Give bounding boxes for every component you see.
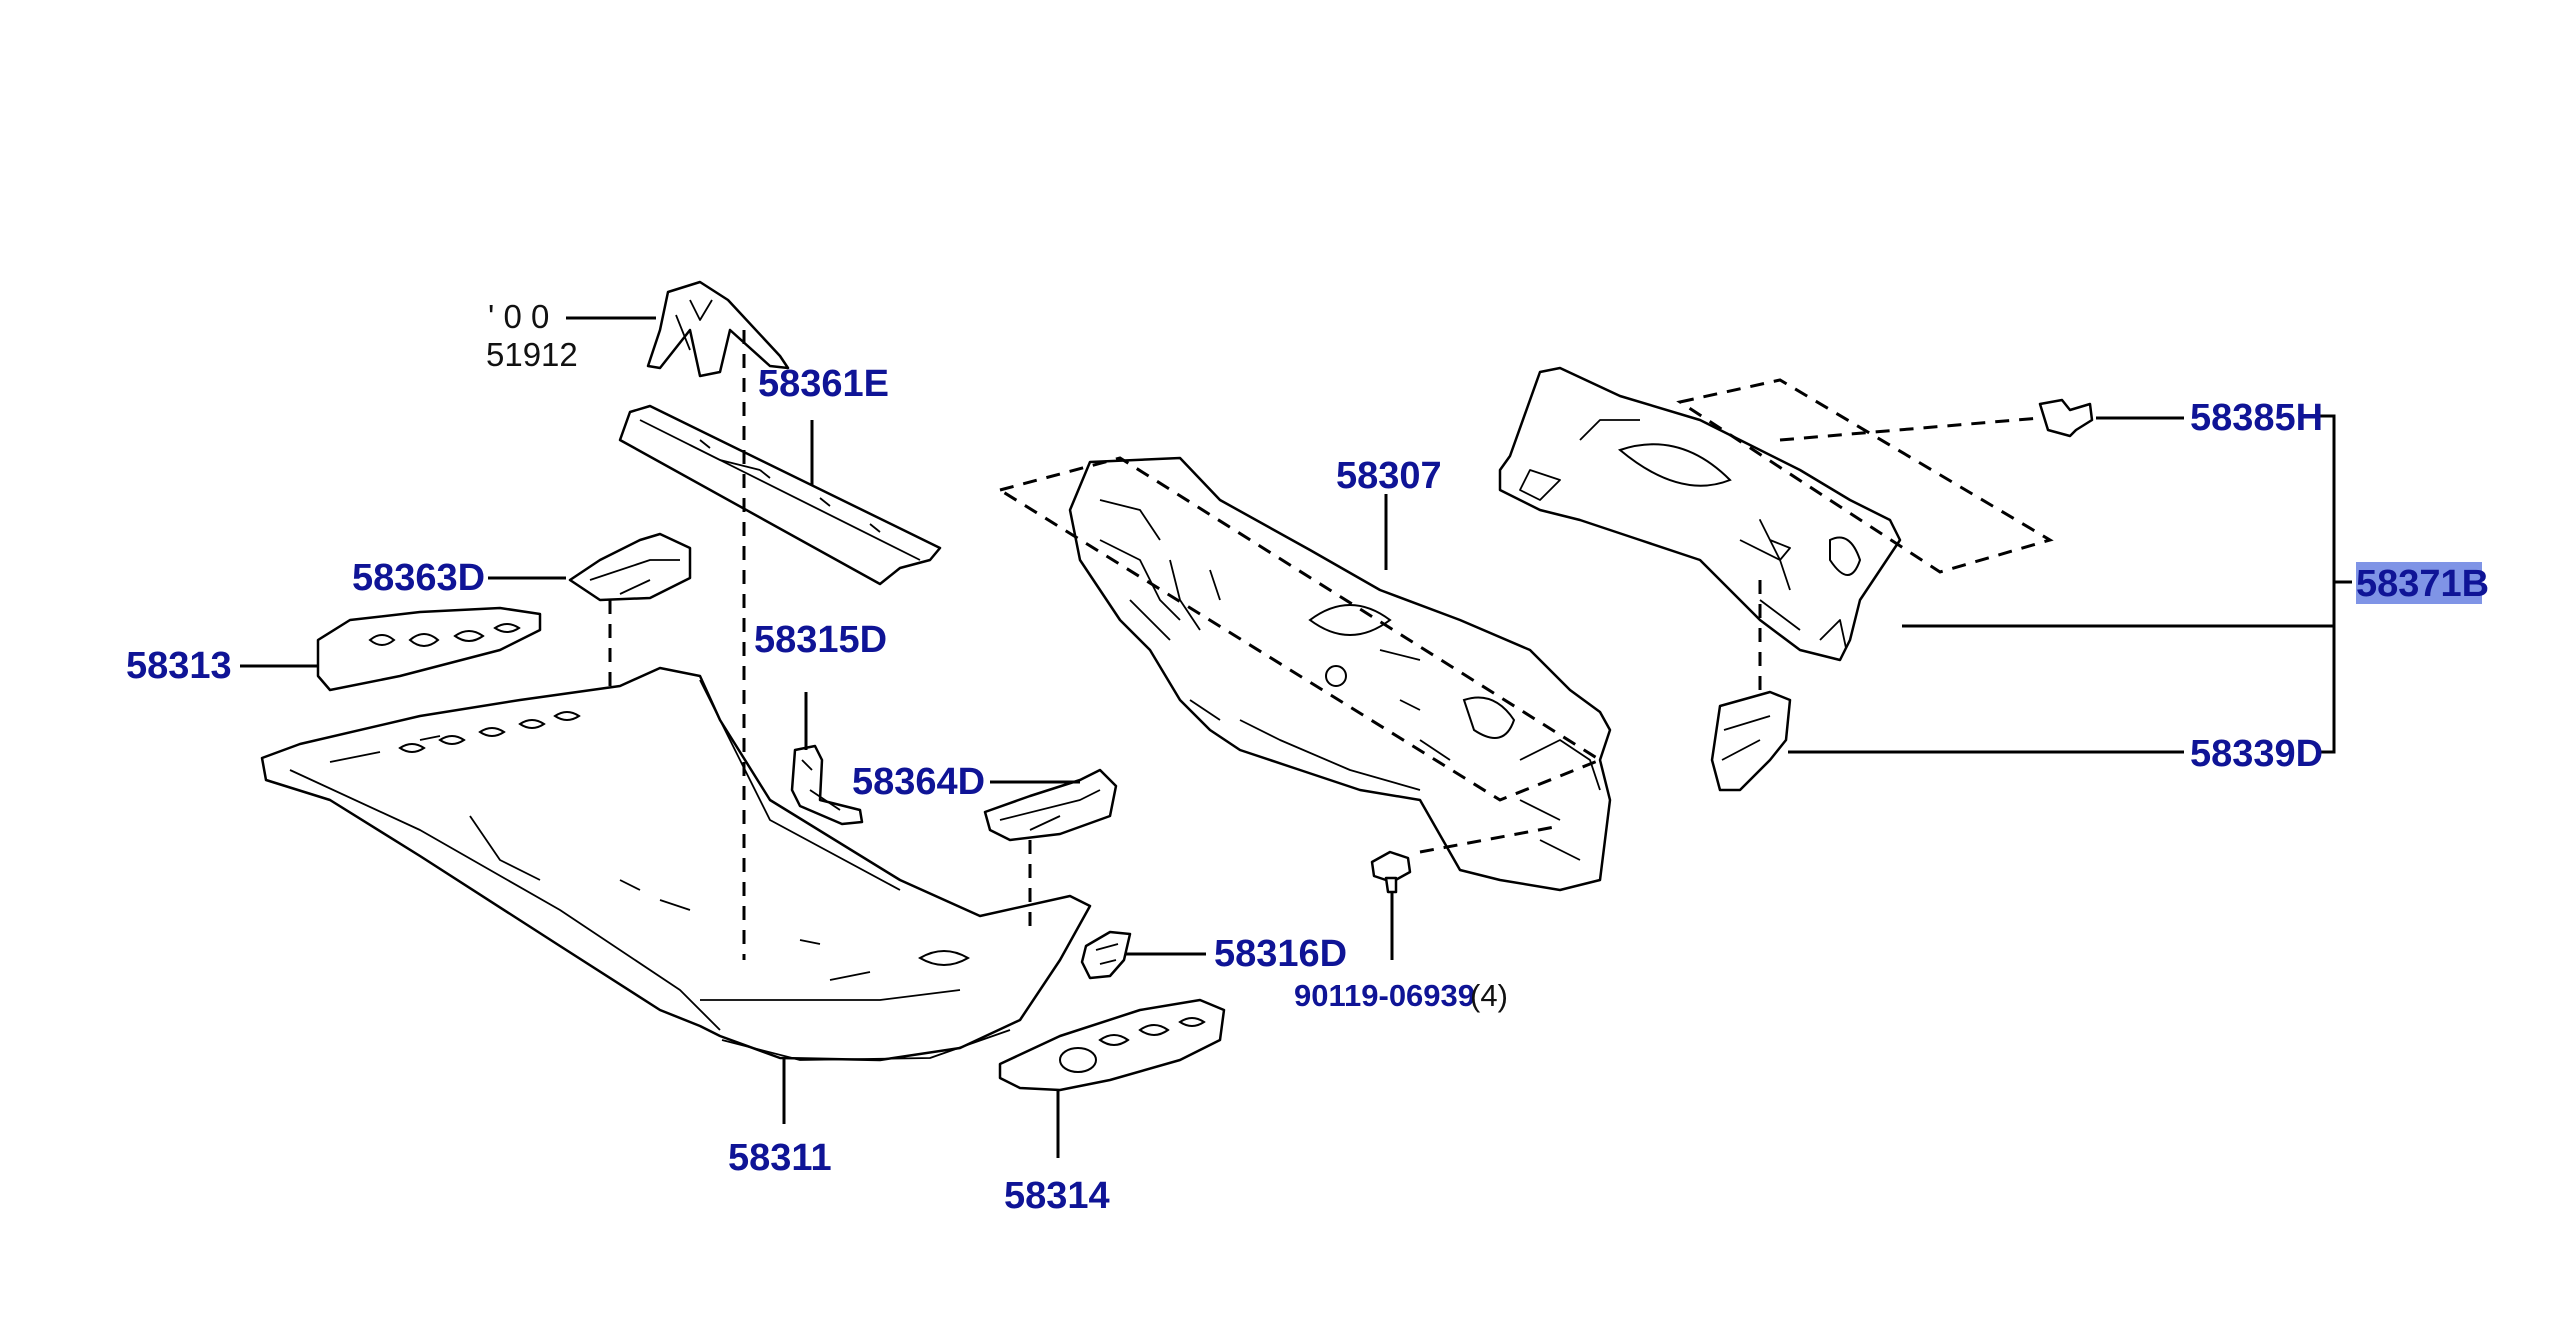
part-58316D-bracket bbox=[1080, 930, 1132, 980]
part-bolt-90119 bbox=[1370, 850, 1412, 894]
label-58385H[interactable]: 58385H bbox=[2190, 397, 2323, 439]
part-58311-floor-pan bbox=[260, 666, 1092, 1062]
label-58371B[interactable]: 58371B bbox=[2356, 563, 2489, 605]
label-58315D[interactable]: 58315D bbox=[754, 619, 887, 661]
part-58307-panel bbox=[1068, 456, 1612, 892]
part-58315D-bracket bbox=[790, 744, 864, 826]
part-58313-plate bbox=[316, 606, 542, 692]
part-58361E-rail bbox=[618, 404, 942, 586]
part-51912-bracket bbox=[646, 280, 790, 378]
part-58363D-bracket bbox=[568, 532, 692, 602]
label-bolt-qty: (4) bbox=[1470, 978, 1508, 1013]
part-58371B-upper-panel bbox=[1498, 366, 1902, 662]
label-58316D[interactable]: 58316D bbox=[1214, 933, 1347, 975]
part-58364D-bracket bbox=[983, 768, 1118, 842]
label-58314[interactable]: 58314 bbox=[1004, 1175, 1110, 1217]
ref-label-51912: 51912 bbox=[486, 336, 578, 373]
label-58371B-highlight bbox=[2356, 562, 2482, 604]
part-58339D-bracket bbox=[1710, 690, 1792, 792]
label-58339D[interactable]: 58339D bbox=[2190, 733, 2323, 775]
label-58311[interactable]: 58311 bbox=[728, 1137, 832, 1179]
label-58361E[interactable]: 58361E bbox=[758, 363, 889, 405]
dashed-guides bbox=[608, 330, 2054, 960]
part-58314-plate bbox=[998, 998, 1226, 1092]
part-58385H-bracket bbox=[2038, 398, 2094, 438]
part-labels: ' 0 0 51912 58361E 58307 58385H 58363D 5… bbox=[126, 298, 2489, 1217]
label-58364D[interactable]: 58364D bbox=[852, 761, 985, 803]
label-58313[interactable]: 58313 bbox=[126, 645, 232, 687]
ref-label-partial: ' 0 0 bbox=[488, 298, 549, 335]
leader-lines bbox=[240, 316, 2352, 1158]
label-58307[interactable]: 58307 bbox=[1336, 455, 1442, 497]
label-bolt-90119[interactable]: 90119-06939 bbox=[1294, 978, 1475, 1013]
label-58363D[interactable]: 58363D bbox=[352, 557, 485, 599]
